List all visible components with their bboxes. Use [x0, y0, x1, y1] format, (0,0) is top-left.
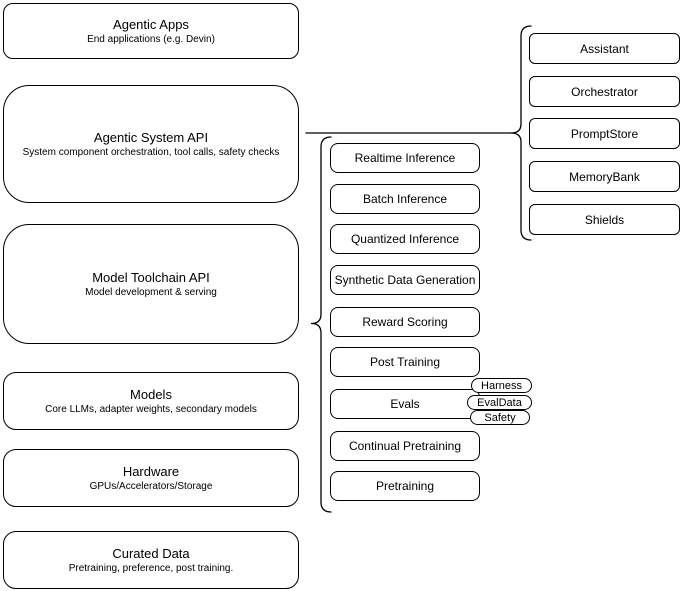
layer-box-models: Models Core LLMs, adapter weights, secon…	[3, 372, 299, 430]
layer-box-curated-data: Curated Data Pretraining, preference, po…	[3, 531, 299, 589]
layer-title: Hardware	[122, 463, 180, 479]
component-box-promptstore: PromptStore	[529, 118, 680, 149]
layer-box-agentic-apps: Agentic Apps End applications (e.g. Devi…	[3, 3, 299, 59]
components-group-brace	[510, 25, 532, 241]
evals-tag-safety: Safety	[470, 410, 530, 425]
layer-title: Curated Data	[112, 545, 190, 561]
evals-tag-evaldata: EvalData	[467, 395, 532, 410]
toolchain-group-brace	[310, 136, 332, 513]
toolchain-item-synthetic-data-generation: Synthetic Data Generation	[330, 265, 480, 295]
toolchain-item-reward-scoring: Reward Scoring	[330, 307, 480, 337]
layer-title: Agentic Apps	[113, 16, 189, 32]
component-box-orchestrator: Orchestrator	[529, 76, 680, 107]
toolchain-item-realtime-inference: Realtime Inference	[330, 143, 480, 173]
toolchain-item-post-training: Post Training	[330, 347, 480, 377]
layer-title: Model Toolchain API	[92, 269, 210, 285]
layer-subtitle: Core LLMs, adapter weights, secondary mo…	[45, 403, 257, 415]
toolchain-item-pretraining: Pretraining	[330, 471, 480, 501]
component-box-memorybank: MemoryBank	[529, 161, 680, 192]
layer-subtitle: System component orchestration, tool cal…	[22, 146, 280, 158]
component-box-shields: Shields	[529, 204, 680, 235]
toolchain-item-quantized-inference: Quantized Inference	[330, 224, 480, 254]
layer-title: Models	[130, 386, 172, 402]
component-box-assistant: Assistant	[529, 33, 680, 64]
toolchain-item-continual-pretraining: Continual Pretraining	[330, 431, 480, 461]
layer-box-agentic-system-api: Agentic System API System component orch…	[3, 85, 299, 203]
layer-box-hardware: Hardware GPUs/Accelerators/Storage	[3, 449, 299, 507]
evals-tag-harness: Harness	[471, 378, 532, 393]
toolchain-item-evals: Evals	[330, 389, 480, 419]
layer-box-model-toolchain-api: Model Toolchain API Model development & …	[3, 224, 299, 344]
layer-subtitle: Pretraining, preference, post training.	[68, 562, 234, 574]
toolchain-item-batch-inference: Batch Inference	[330, 184, 480, 214]
layer-subtitle: End applications (e.g. Devin)	[87, 33, 215, 45]
layer-subtitle: Model development & serving	[85, 286, 217, 298]
layer-subtitle: GPUs/Accelerators/Storage	[89, 480, 213, 492]
layer-title: Agentic System API	[93, 129, 209, 145]
